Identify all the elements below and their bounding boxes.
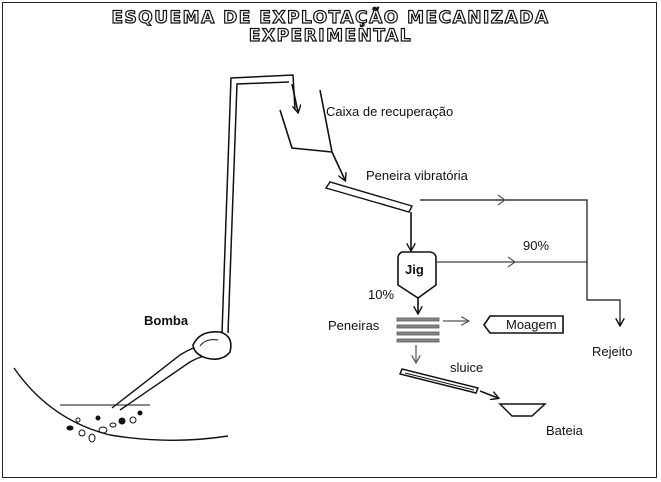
discharge-pipe-inner	[228, 82, 289, 333]
pit-curve	[14, 368, 228, 440]
label-sluice: sluice	[450, 360, 483, 375]
pump-body	[193, 332, 231, 359]
label-moagem: Moagem	[506, 317, 557, 332]
label-10-percent: 10%	[368, 287, 394, 302]
label-jig: Jig	[405, 262, 424, 277]
label-rejeito: Rejeito	[592, 344, 632, 359]
label-bateia: Bateia	[546, 423, 583, 438]
label-caixa-de-recuperacao: Caixa de recuperação	[326, 104, 453, 119]
peneiras-stack	[397, 318, 439, 342]
suction-hose	[112, 347, 196, 408]
suction-hose-2	[120, 356, 204, 410]
diagram-title-line1: ESQUEMA DE EXPLOTAÇÃO MECANIZADA	[0, 8, 661, 28]
diagram-title-line2: EXPERIMENTAL	[0, 26, 661, 46]
label-peneira-vibratoria: Peneira vibratória	[366, 168, 468, 183]
caixa-box	[280, 90, 332, 152]
label-bomba: Bomba	[144, 313, 188, 328]
sluice-to-bateia-arrow	[480, 391, 498, 398]
label-peneiras: Peneiras	[328, 318, 379, 333]
caixa-to-peneira-arrow	[332, 152, 345, 180]
bateia-pan	[500, 404, 545, 416]
peneira-vibratoria-screen	[326, 182, 412, 212]
label-90-percent: 90%	[523, 238, 549, 253]
